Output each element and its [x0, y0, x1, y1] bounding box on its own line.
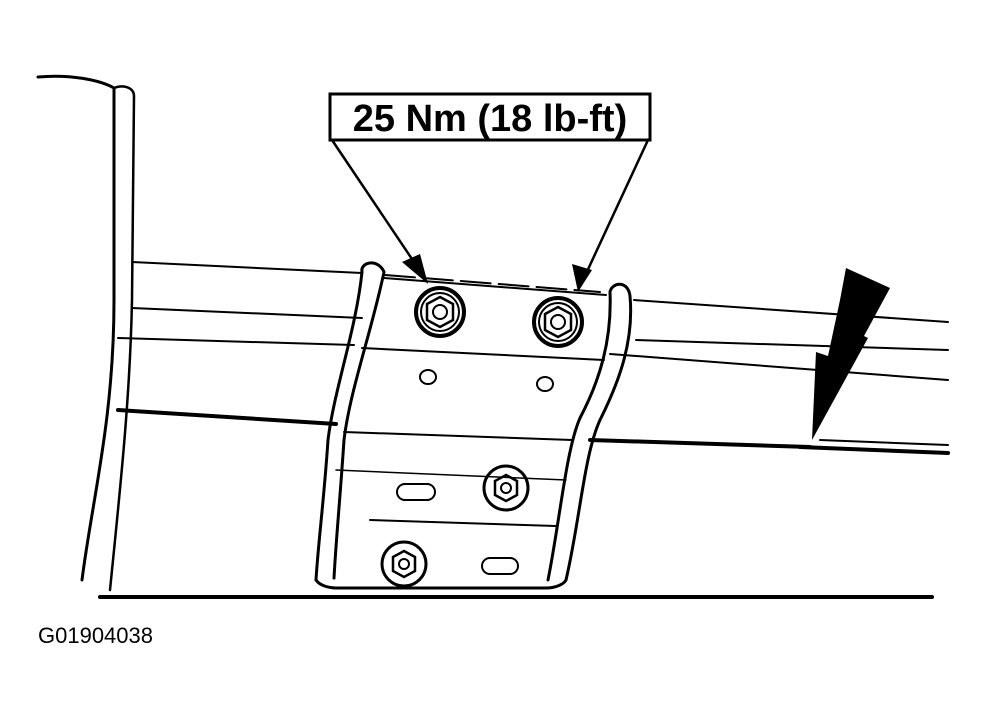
frame-rail — [98, 261, 950, 599]
torque-callout: 25 Nm (18 lb-ft) — [328, 92, 652, 292]
torque-label: 25 Nm (18 lb-ft) — [353, 98, 627, 140]
body-panel-edge — [36, 74, 136, 592]
torqued-bolt-right — [532, 296, 584, 348]
lower-bolt-left — [380, 540, 428, 588]
arrowhead-right — [572, 264, 592, 292]
lower-bolt-right — [482, 464, 530, 512]
arrowhead-left — [402, 254, 428, 284]
mounting-bracket — [314, 261, 633, 590]
bracket-holes — [396, 369, 554, 575]
direction-arrow-icon — [812, 268, 890, 440]
torqued-bolt-left — [414, 286, 466, 338]
figure-id: G01904038 — [38, 623, 153, 648]
